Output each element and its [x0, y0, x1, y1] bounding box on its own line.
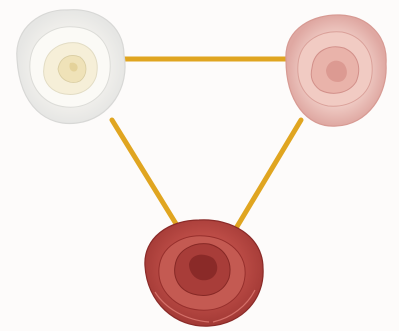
connector-pink-red — [229, 120, 301, 240]
triangle-connectors — [112, 59, 301, 240]
red-rose-icon — [145, 220, 263, 326]
white-rose-icon — [17, 10, 125, 124]
connector-white-red — [112, 120, 186, 240]
pink-rose-icon — [286, 15, 386, 126]
